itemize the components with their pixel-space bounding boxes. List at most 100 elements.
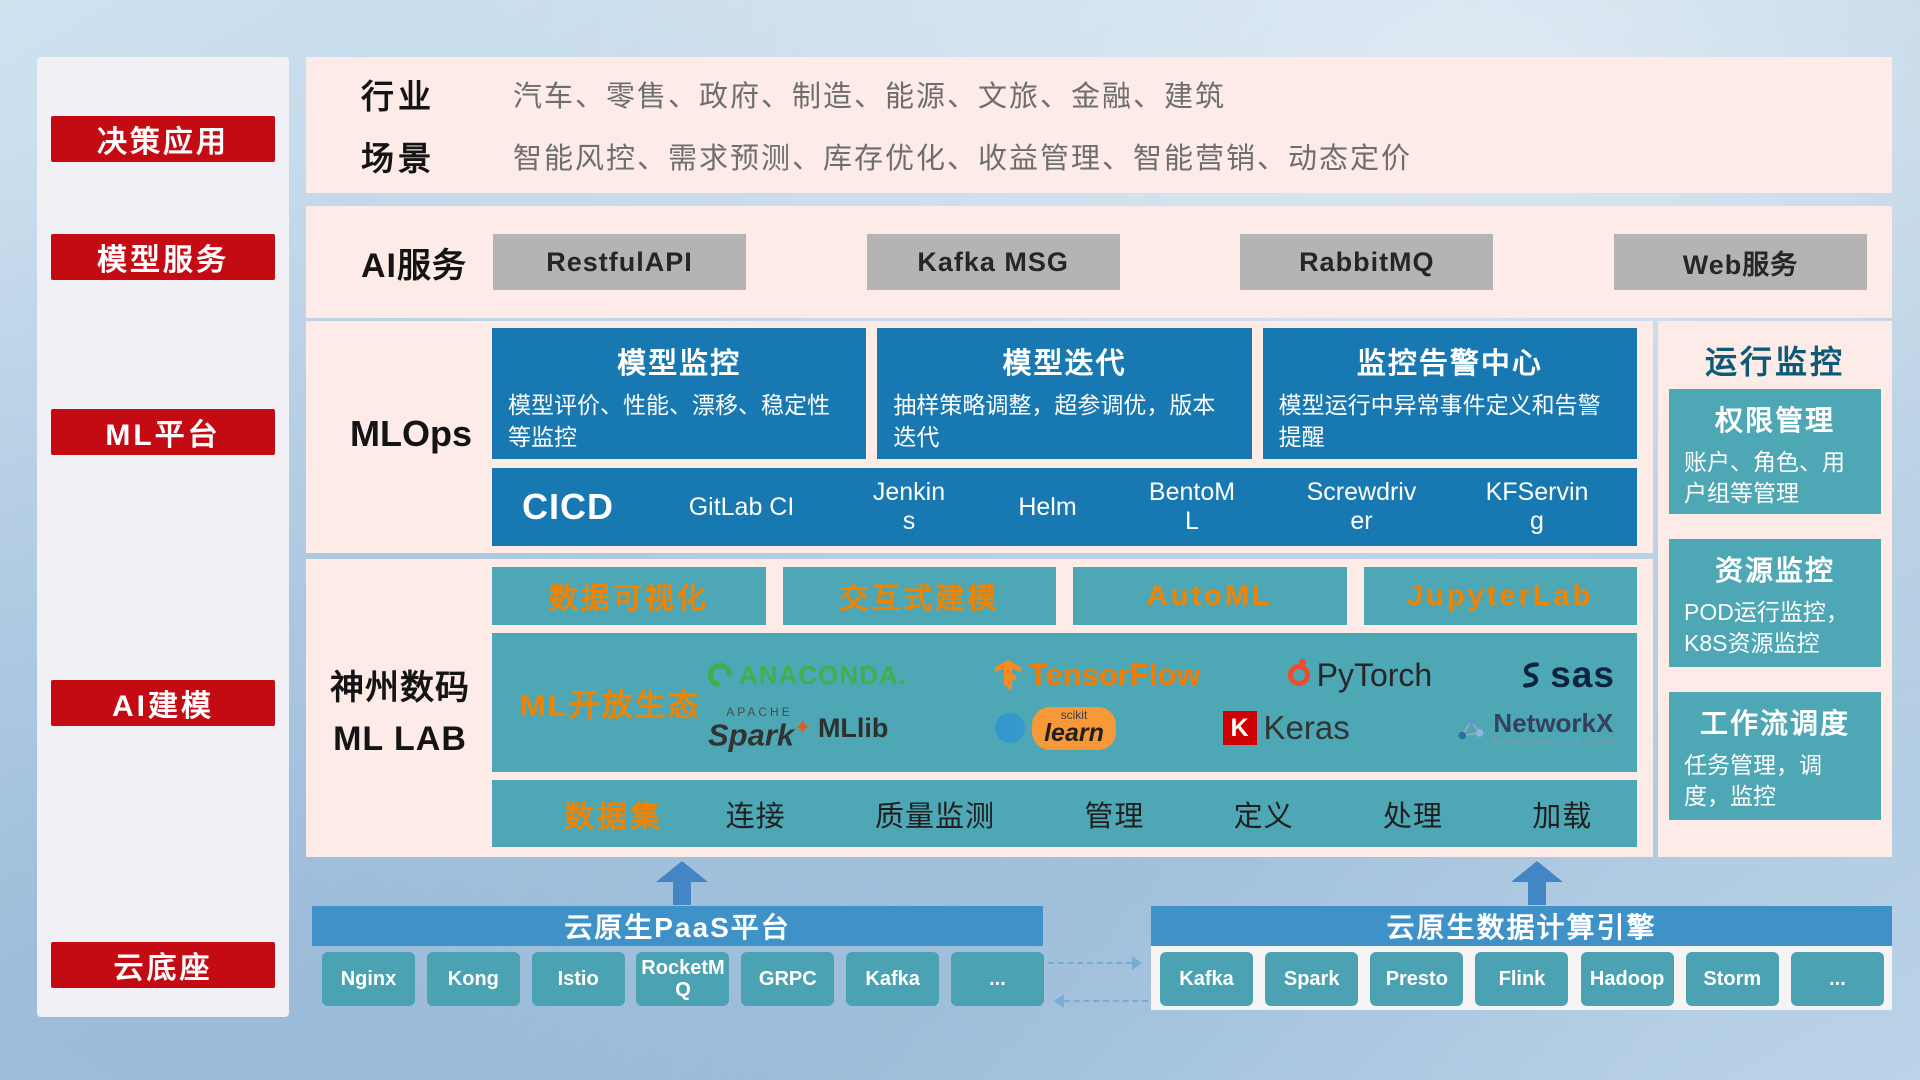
paas-rocketmq: RocketMQ — [636, 952, 730, 1006]
engine-kafka: Kafka — [1160, 952, 1253, 1006]
ai-service-restfulapi: RestfulAPI — [493, 234, 746, 290]
category-model-service: 模型服务 — [51, 234, 275, 280]
paas-kong: Kong — [426, 952, 520, 1006]
arrow-head — [1511, 861, 1563, 882]
pytorch-icon — [1287, 659, 1310, 687]
model-monitoring-card: 模型监控 模型评价、性能、漂移、稳定性等监控 — [492, 328, 867, 459]
paas-platform-bar: 云原生PaaS平台 — [312, 906, 1043, 946]
card-title: 权限管理 — [1714, 405, 1835, 436]
scikit-learn-logo: scikit learn — [995, 706, 1116, 750]
mllab-panel: 神州数码 ML LAB 数据可视化 交互式建模 AutoML JupyterLa… — [306, 559, 1653, 857]
category-ai-modeling: AI建模 — [51, 680, 275, 726]
learn-wordmark: learn — [1044, 718, 1104, 747]
industry-list: 汽车、零售、政府、制造、能源、文旅、金融、建筑 — [513, 81, 1227, 113]
dataflow-arrowhead-left — [1054, 994, 1064, 1008]
engine-hadoop: Hadoop — [1580, 952, 1674, 1006]
scenario-list: 智能风控、需求预测、库存优化、收益管理、智能营销、动态定价 — [513, 143, 1413, 175]
permission-management-card: 权限管理 账户、角色、用户组等管理 — [1669, 389, 1881, 514]
anaconda-logo: ANACONDA. — [703, 658, 907, 693]
networkx-icon — [1458, 717, 1484, 740]
cicd-bentoml: BentoML — [1148, 478, 1236, 535]
tool-interactive-modeling: 交互式建模 — [782, 567, 1056, 625]
industry-label: 行业 — [361, 78, 435, 115]
engine-presto: Presto — [1370, 952, 1464, 1006]
anaconda-wordmark: ANACONDA. — [739, 659, 907, 690]
cicd-label: CICD — [522, 486, 614, 527]
card-title: 资源监控 — [1714, 555, 1835, 586]
paas-grpc: GRPC — [741, 952, 835, 1006]
card-desc: POD运行监控，K8S资源监控 — [1684, 599, 1849, 657]
resource-monitoring-card: 资源监控 POD运行监控，K8S资源监控 — [1669, 539, 1881, 667]
logo-row-top: ANACONDA. TensorFlow PyTorch sas — [703, 654, 1615, 696]
ai-service-panel: AI服务 RestfulAPI Kafka MSG RabbitMQ Web服务 — [306, 206, 1892, 318]
dataset-bar: 数据集 连接 质量监测 管理 定义 处理 加载 — [492, 780, 1637, 847]
engine-storm: Storm — [1685, 952, 1779, 1006]
keras-icon: K — [1222, 711, 1257, 746]
dataflow-dashed-line-right — [1048, 962, 1132, 964]
workflow-scheduling-card: 工作流调度 任务管理，调度，监控 — [1669, 692, 1881, 820]
ml-open-ecosystem-block: ML开放生态 ANACONDA. TensorFlow PyTorch — [492, 633, 1637, 772]
cicd-helm: Helm — [1018, 492, 1077, 521]
scenario-row: 场景 智能风控、需求预测、库存优化、收益管理、智能营销、动态定价 — [361, 132, 1892, 180]
card-desc: 模型评价、性能、漂移、稳定性等监控 — [508, 392, 830, 450]
dataset-connect: 连接 — [725, 800, 786, 833]
category-ml-platform: ML平台 — [51, 409, 275, 455]
alert-center-card: 监控告警中心 模型运行中异常事件定义和告警提醒 — [1262, 328, 1637, 459]
networkx-subtitle: Network Analysis in Python — [1493, 736, 1615, 747]
logo-row-bottom: APACHE Spark✦ MLlib scikit learn K — [708, 706, 1615, 750]
sas-icon — [1523, 662, 1540, 688]
paas-components-row: Nginx Kong Istio RocketMQ GRPC Kafka ... — [322, 952, 1044, 1006]
tool-data-visualization: 数据可视化 — [492, 567, 766, 625]
spark-wordmark: Spark — [708, 717, 795, 753]
model-iteration-card: 模型迭代 抽样策略调整，超参调优，版本迭代 — [877, 328, 1252, 459]
arrow-stem — [673, 882, 691, 905]
mllab-label-line2: ML LAB — [333, 720, 467, 758]
card-title: 模型监控 — [617, 348, 742, 380]
mllab-label: 神州数码 ML LAB — [314, 663, 486, 765]
scikit-label: scikit — [1060, 707, 1088, 722]
arrow-stem — [1528, 882, 1546, 905]
cicd-bar: CICD GitLab CI Jenkins Helm BentoML Scre… — [492, 468, 1637, 546]
mlops-cards: 模型监控 模型评价、性能、漂移、稳定性等监控 模型迭代 抽样策略调整，超参调优，… — [492, 328, 1637, 459]
card-desc: 账户、角色、用户组等管理 — [1684, 449, 1845, 507]
spark-mllib-logo: APACHE Spark✦ MLlib — [708, 706, 888, 750]
cicd-jenkins: Jenkins — [872, 478, 946, 535]
keras-logo: K Keras — [1222, 709, 1350, 747]
engine-up-arrow — [1511, 861, 1563, 905]
networkx-logo: NetworkX Network Analysis in Python — [1456, 708, 1615, 747]
cicd-gitlab-ci: GitLab CI — [688, 492, 795, 521]
mllib-wordmark: MLlib — [817, 712, 889, 743]
mlops-label: MLOps — [350, 413, 472, 454]
keras-wordmark: Keras — [1263, 709, 1350, 747]
tensorflow-icon — [995, 660, 1021, 691]
tensorflow-wordmark: TensorFlow — [1028, 657, 1201, 693]
card-desc: 任务管理，调度，监控 — [1684, 752, 1822, 810]
ecosystem-label: ML开放生态 — [520, 688, 701, 723]
scikit-learn-icon — [995, 713, 1026, 744]
card-desc: 抽样策略调整，超参调优，版本迭代 — [893, 392, 1216, 450]
sas-logo: sas — [1519, 654, 1615, 696]
engine-more: ... — [1790, 952, 1884, 1006]
networkx-wordmark: NetworkX — [1493, 708, 1614, 739]
category-decision-application: 决策应用 — [51, 116, 275, 162]
dataset-define: 定义 — [1233, 800, 1294, 833]
scenario-label: 场景 — [361, 140, 435, 177]
category-cloud-base: 云底座 — [51, 942, 275, 988]
cicd-kfserving: KFServing — [1485, 478, 1589, 535]
dataflow-arrowhead-right — [1132, 956, 1142, 970]
ai-service-web: Web服务 — [1613, 234, 1867, 290]
left-category-rail: 决策应用 模型服务 ML平台 AI建模 云底座 — [37, 57, 289, 1017]
engine-flink: Flink — [1475, 952, 1569, 1006]
card-title: 工作流调度 — [1699, 708, 1850, 739]
industry-row: 行业 汽车、零售、政府、制造、能源、文旅、金融、建筑 — [361, 70, 1892, 118]
spark-logo: APACHE Spark✦ — [708, 706, 811, 750]
engine-components-row: Kafka Spark Presto Flink Hadoop Storm ..… — [1160, 952, 1884, 1006]
engine-spark: Spark — [1265, 952, 1359, 1006]
cicd-screwdriver: Screwdriver — [1306, 478, 1417, 535]
paas-nginx: Nginx — [322, 952, 415, 1006]
arrow-head — [656, 861, 708, 882]
scikit-learn-blob: scikit learn — [1032, 706, 1116, 750]
runtime-monitoring-panel: 运行监控 权限管理 账户、角色、用户组等管理 资源监控 POD运行监控，K8S资… — [1658, 321, 1892, 857]
paas-more: ... — [950, 952, 1044, 1006]
